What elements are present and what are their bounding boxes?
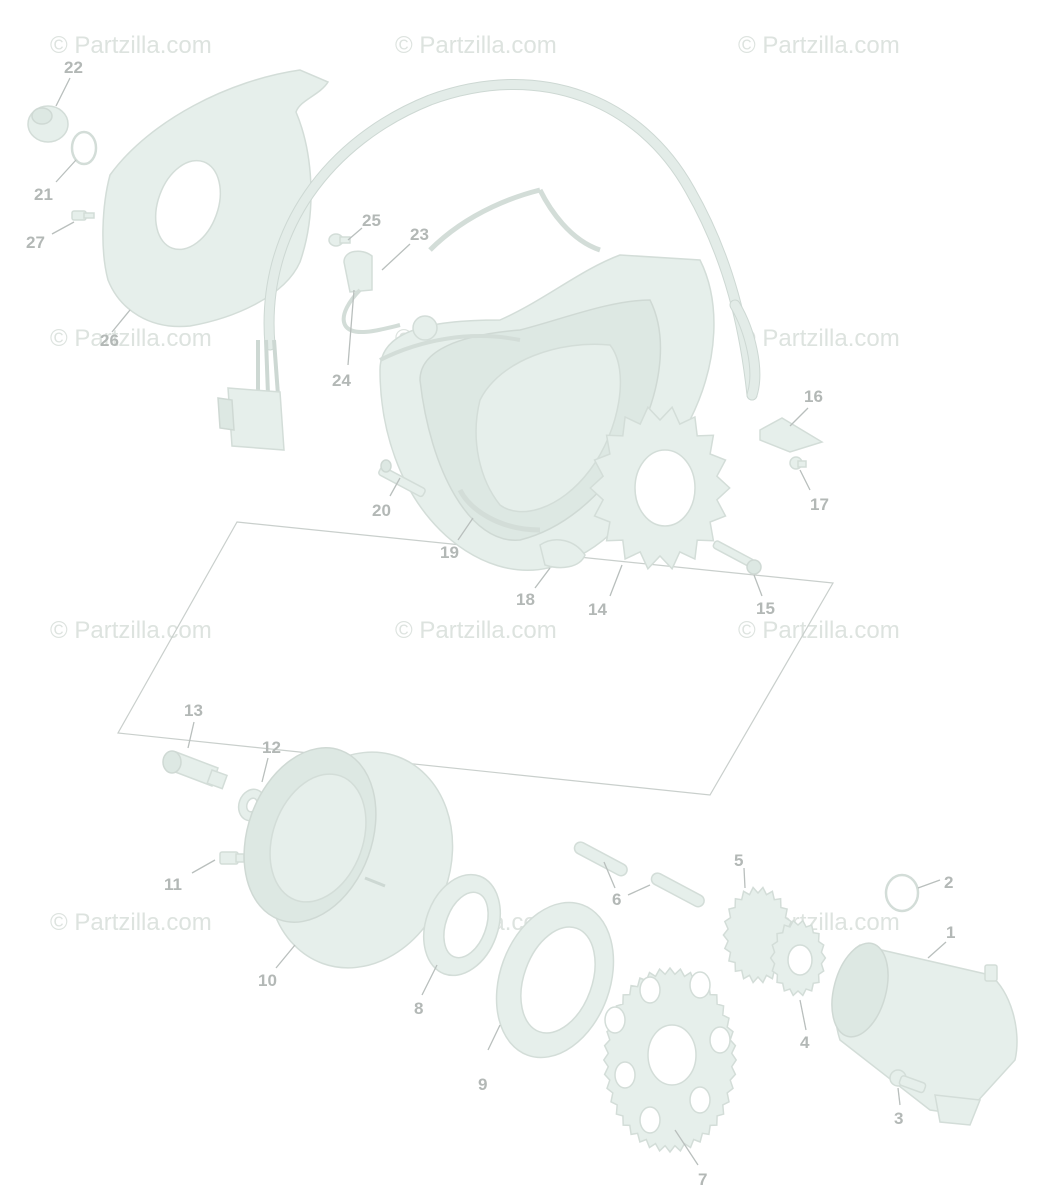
callout-22[interactable]: 22	[64, 58, 83, 77]
watermark: © Partzilla.com	[395, 32, 557, 59]
callout-11[interactable]: 11	[164, 875, 182, 894]
part-bolt	[378, 459, 426, 498]
callout-12[interactable]: 12	[262, 738, 281, 757]
part-wire-harness	[217, 78, 761, 451]
callout-7[interactable]: 7	[698, 1170, 707, 1189]
watermark: © Partzilla.com	[50, 325, 212, 352]
part-o-ring	[884, 873, 920, 913]
callout-23[interactable]: 23	[410, 225, 429, 244]
callout-8[interactable]: 8	[414, 999, 423, 1018]
callout-24[interactable]: 24	[332, 371, 351, 390]
watermark: © Partzilla.com	[738, 32, 900, 59]
callout-16[interactable]: 16	[804, 387, 823, 406]
part-cover	[102, 69, 330, 328]
part-ring	[423, 873, 501, 977]
callout-17[interactable]: 17	[810, 495, 829, 514]
part-screw	[71, 210, 95, 221]
callout-20[interactable]: 20	[372, 501, 391, 520]
callout-1[interactable]: 1	[946, 923, 955, 942]
part-gasket	[457, 488, 541, 533]
leader-lines	[51, 77, 947, 1166]
part-stator	[589, 405, 731, 571]
callout-27[interactable]: 27	[26, 233, 45, 252]
part-bolt	[712, 540, 762, 575]
part-o-ring	[70, 130, 98, 166]
watermark: © Partzilla.com	[395, 617, 557, 644]
part-flywheel	[243, 747, 454, 969]
part-pin	[573, 841, 628, 877]
callout-10[interactable]: 10	[258, 971, 277, 990]
part-flywheel-bolt	[162, 750, 228, 790]
part-screw	[219, 851, 245, 865]
callout-18[interactable]: 18	[516, 590, 535, 609]
callout-19[interactable]: 19	[440, 543, 459, 562]
callout-26[interactable]: 26	[100, 331, 119, 350]
watermark: © Partzilla.com	[50, 617, 212, 644]
watermark: © Partzilla.com	[50, 909, 212, 936]
assembly-frame	[117, 521, 834, 796]
callout-21[interactable]: 21	[34, 185, 53, 204]
part-seal	[495, 901, 615, 1059]
watermark: © Partzilla.com	[50, 32, 212, 59]
part-sensor	[341, 250, 438, 341]
part-screw	[328, 233, 351, 247]
callout-2[interactable]: 2	[944, 873, 953, 892]
callout-14[interactable]: 14	[588, 600, 607, 619]
part-gasket	[539, 539, 586, 569]
part-starter-gear	[602, 966, 738, 1154]
callout-15[interactable]: 15	[756, 599, 775, 618]
callout-13[interactable]: 13	[184, 701, 203, 720]
callout-25[interactable]: 25	[362, 211, 381, 230]
callout-3[interactable]: 3	[894, 1109, 903, 1128]
part-pin	[650, 872, 705, 908]
part-gear	[769, 919, 827, 997]
part-cap	[27, 105, 69, 143]
callout-labels: 1 2 3 4 5 6 7 8 9 10 11 12 13 14 15 16 1…	[26, 58, 955, 1189]
callout-5[interactable]: 5	[734, 851, 743, 870]
part-screw	[789, 456, 807, 470]
part-bracket	[759, 417, 824, 453]
part-screw	[889, 1069, 927, 1094]
callout-6[interactable]: 6	[612, 890, 621, 909]
watermark: © Partzilla.com	[738, 617, 900, 644]
watermark: © Partzilla.com	[738, 325, 900, 352]
callout-9[interactable]: 9	[478, 1075, 487, 1094]
callout-4[interactable]: 4	[800, 1033, 810, 1052]
part-starter-motor	[831, 942, 1018, 1126]
